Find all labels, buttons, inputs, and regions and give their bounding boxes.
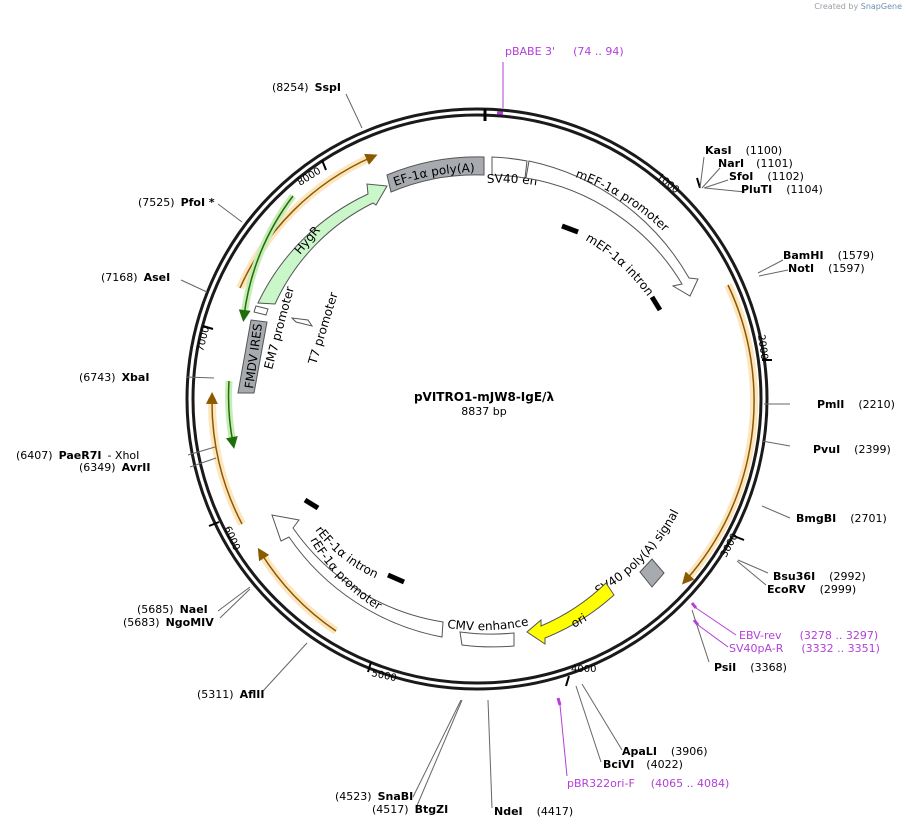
- site-noti: NotI(1597): [788, 262, 865, 275]
- primer-labels: pBABE 3'(74 .. 94) EBV-rev(3278 .. 3297)…: [505, 45, 880, 790]
- credit-prefix: Created by: [814, 2, 859, 11]
- site-ngomiv: (5683)NgoMIV: [123, 616, 214, 629]
- site-naei: (5685)NaeI: [137, 603, 208, 616]
- feature-ori-label: ori: [569, 611, 590, 631]
- site-aflii: (5311)AflII: [197, 688, 264, 701]
- restriction-sites: (8254)SspI KasI(1100) NarI(1101) SfoI(11…: [16, 81, 895, 818]
- site-bamhi: BamHI(1579): [783, 249, 874, 262]
- feature-ref1a-intron-start: [303, 497, 320, 511]
- site-ecorv: EcoRV(2999): [767, 583, 856, 596]
- snapgene-logo: SnapGene: [860, 2, 902, 11]
- orf-arrow: [238, 195, 294, 322]
- feature-mef1a-intron-start: [561, 223, 579, 235]
- feature-sv40-enhancer-shape: [491, 156, 528, 179]
- site-paer7i-xhoi: (6407)PaeR7I- XhoI: [16, 449, 139, 462]
- primer-pbr322ori-f: pBR322ori-F(4065 .. 4084): [567, 777, 729, 790]
- site-leader-lines: [180, 93, 791, 809]
- snapgene-credit: Created by SnapGene: [814, 2, 902, 11]
- feature-fmdv-ires-shape: [237, 319, 268, 394]
- site-bcivi: BciVI(4022): [603, 758, 683, 771]
- orf-arrow: [225, 380, 238, 449]
- feature-fmdv-ires-label: FMDV IRES: [242, 323, 265, 390]
- site-pvui: PvuI(2399): [813, 443, 891, 456]
- site-btgzi: (4517)BtgZI: [372, 803, 448, 816]
- orf-arrow: [682, 284, 755, 585]
- feature-mef1a-intron-end: [649, 295, 663, 312]
- site-avrii: (6349)AvrII: [79, 461, 150, 474]
- feature-t7-promoter-shape: [290, 317, 314, 327]
- site-apali: ApaLI(3906): [622, 745, 708, 758]
- orf-arrow: [205, 392, 243, 525]
- site-ndei: NdeI(4417): [494, 805, 573, 818]
- tick-label: 4000: [571, 664, 596, 675]
- site-nari: NarI(1101): [718, 157, 793, 170]
- primer-sv40pa-r: SV40pA-R(3332 .. 3351): [729, 642, 880, 655]
- feature-t7-promoter-label: T7 promoter: [305, 291, 340, 367]
- orf-arcs: [205, 153, 759, 635]
- plasmid-backbone: [185, 107, 769, 691]
- site-bmgbi: BmgBI(2701): [796, 512, 887, 525]
- site-asei: (7168)AseI: [101, 271, 170, 284]
- tick-label: 2000: [755, 334, 769, 361]
- site-kasi: KasI(1100): [705, 144, 782, 157]
- primer-ebv-rev: EBV-rev(3278 .. 3297): [739, 629, 878, 642]
- feature-ref1a-intron-end: [386, 572, 406, 585]
- site-pmli: PmlI(2210): [817, 398, 895, 411]
- feature-mef1a-promoter-shape: [525, 160, 699, 297]
- site-psii: PsiI(3368): [714, 661, 787, 674]
- primer-marks: [497, 62, 737, 777]
- tick-label: 5000: [370, 668, 397, 684]
- feature-sv40-polya-shape: [639, 558, 665, 588]
- site-pfoi: (7525)PfoI *: [138, 196, 215, 209]
- feature-ef1a-polya-label: EF-1α poly(A) signal: [0, 0, 479, 189]
- orf-arrow: [257, 547, 337, 632]
- feature-cmv-enhancer-shape: [459, 631, 515, 648]
- site-bsu36i: Bsu36I(2992): [773, 570, 866, 583]
- site-snabi: (4523)SnaBI: [335, 790, 413, 803]
- site-sfoi: SfoI(1102): [729, 170, 804, 183]
- plasmid-length: 8837 bp: [461, 405, 506, 418]
- site-xbai: (6743)XbaI: [79, 371, 149, 384]
- tick-label: 7000: [195, 325, 212, 352]
- feature-ori-shape: [526, 582, 615, 645]
- primer-pbabe3: pBABE 3'(74 .. 94): [505, 45, 624, 58]
- feature-hygr-shape: [257, 183, 388, 305]
- feature-ef1a-polya-shape: [386, 156, 485, 193]
- feature-ref1a-promoter-shape: [271, 514, 444, 638]
- orf-arrow: [239, 153, 378, 289]
- site-pluti: PluTI(1104): [741, 183, 823, 196]
- tick-label: 1000: [654, 172, 681, 196]
- site-sspi: (8254)SspI: [272, 81, 341, 94]
- feature-em7-promoter-shape: [253, 305, 269, 316]
- plasmid-name: pVITRO1-mJW8-IgE/λ: [414, 390, 554, 404]
- feature-mef1a-intron-label: mEF-1α intron: [583, 231, 656, 299]
